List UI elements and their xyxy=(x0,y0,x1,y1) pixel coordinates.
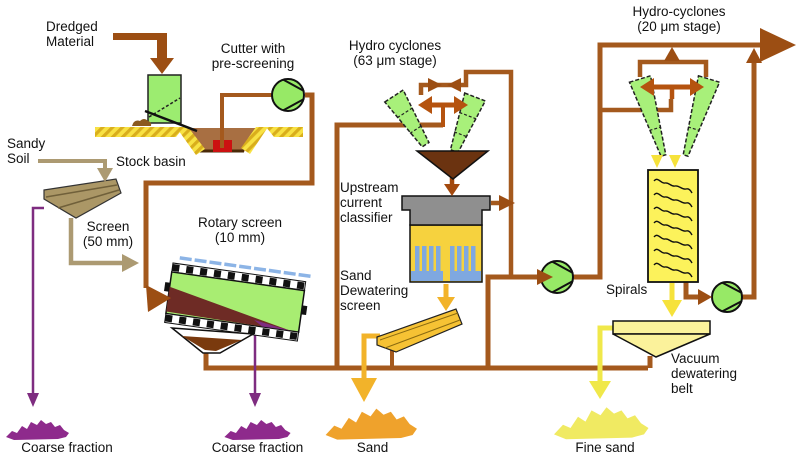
label-sand: Sand xyxy=(356,440,389,455)
vacuum-belt-icon xyxy=(612,320,711,358)
arrow-classifier-overflow xyxy=(499,195,515,211)
cyclone-63-funnel-icon xyxy=(414,150,491,180)
arrow-fine-sand-out xyxy=(589,381,611,399)
line-belt-to-finesand xyxy=(597,325,614,382)
coarse-pile-mid-icon xyxy=(224,420,291,440)
pipe-spirals-overflow-riser xyxy=(740,62,757,300)
hydrocyclone-63-icon xyxy=(383,88,491,180)
label-sandy-soil: Sandy Soil xyxy=(7,136,46,167)
arrow-spirals-underflow xyxy=(662,300,682,317)
arrow-feed20-right xyxy=(690,78,704,96)
screen-50mm-icon xyxy=(43,178,122,219)
pump-icon-right xyxy=(711,281,743,313)
arrow-overflow-63-right xyxy=(447,78,461,92)
label-screen-50: Screen (50 mm) xyxy=(82,219,134,250)
label-cutter: Cutter with pre-screening xyxy=(211,41,295,72)
arrow-overflow-20-up xyxy=(664,47,680,61)
pipe-return-line xyxy=(203,352,648,371)
arrow-feed63-left xyxy=(418,96,432,114)
hydrocyclone-20-icon xyxy=(628,74,721,158)
arrow-riser-right-up xyxy=(746,48,762,63)
coarse-pile-left-icon xyxy=(6,420,69,440)
arrow-into-rotary xyxy=(146,285,171,312)
label-coarse-fraction-left: Coarse fraction xyxy=(21,440,113,455)
arrow-funnel63-down xyxy=(444,184,460,196)
arrow-into-pump2 xyxy=(537,269,553,285)
pipe-feed-20 xyxy=(600,99,674,113)
label-vacuum-belt: Vacuum dewatering belt xyxy=(671,351,738,397)
label-hydrocyclones-63: Hydro cyclones (63 μm stage) xyxy=(348,38,442,69)
line-sds-to-sand xyxy=(361,333,380,379)
hopper-icon xyxy=(132,74,198,133)
streams xyxy=(31,159,675,393)
upstream-classifier-icon xyxy=(401,195,491,283)
sand-pile-icon xyxy=(325,408,417,440)
equipment xyxy=(43,74,743,358)
arrow-classifier-to-sds xyxy=(437,297,455,311)
arrow-overflow-63-left xyxy=(428,78,442,92)
line-coarse-left xyxy=(31,206,44,393)
pipe-overflow-20 xyxy=(637,59,709,77)
arrow-into-pump3 xyxy=(698,289,712,305)
pipe-pump2-to-cyclones20 xyxy=(573,42,760,280)
product-piles xyxy=(6,407,649,440)
arrow-coarse-left xyxy=(27,393,39,407)
label-spirals: Spirals xyxy=(606,282,648,297)
arrow-feed20-left xyxy=(640,78,654,96)
arrow-sandy-soil xyxy=(97,168,113,182)
label-upstream-classifier: Upstream current classifier xyxy=(340,180,399,226)
pipe-spirals-to-pump xyxy=(683,282,699,300)
pipe-cutter-to-pump xyxy=(220,93,273,148)
stock-basin-icon xyxy=(95,127,303,155)
line-sandy-soil xyxy=(38,159,107,170)
arrowheads xyxy=(27,28,796,407)
sand-dewatering-screen-icon xyxy=(376,308,463,353)
label-sand-dewatering-screen: Sand Dewatering screen xyxy=(340,268,409,314)
arrow-feed63-right xyxy=(454,96,468,114)
water-spray-icon xyxy=(179,256,313,279)
rotary-funnel-icon xyxy=(169,327,256,354)
label-fine-sand: Fine sand xyxy=(575,440,635,455)
spirals-icon xyxy=(647,169,699,283)
pipe-basin-to-rotary xyxy=(143,92,315,288)
arrow-cyclone20-right-underflow xyxy=(669,155,681,168)
fine-sand-pile-icon xyxy=(554,407,649,440)
label-rotary-screen: Rotary screen (10 mm) xyxy=(197,215,283,246)
pipe-overflow-63 xyxy=(418,69,514,277)
arrow-final-overflow xyxy=(760,28,796,62)
label-dredged-material: Dredged Material xyxy=(46,19,98,50)
label-hydrocyclones-20: Hydro-cyclones (20 μm stage) xyxy=(632,4,726,35)
arrow-coarse-mid xyxy=(249,393,261,407)
arrow-cyclone20-left-underflow xyxy=(651,155,663,168)
arrow-sand-out xyxy=(351,378,377,402)
arrow-screen50-underflow xyxy=(122,254,139,272)
pipe-pump2-feed xyxy=(485,274,537,368)
pump-icon-cutter xyxy=(271,78,305,112)
label-stock-basin: Stock basin xyxy=(116,154,186,169)
line-screen50-underflow xyxy=(68,218,122,266)
label-coarse-fraction-mid: Coarse fraction xyxy=(211,440,304,455)
arrow-dredged-head xyxy=(150,58,174,74)
arrow-dredged-bar xyxy=(113,33,167,40)
